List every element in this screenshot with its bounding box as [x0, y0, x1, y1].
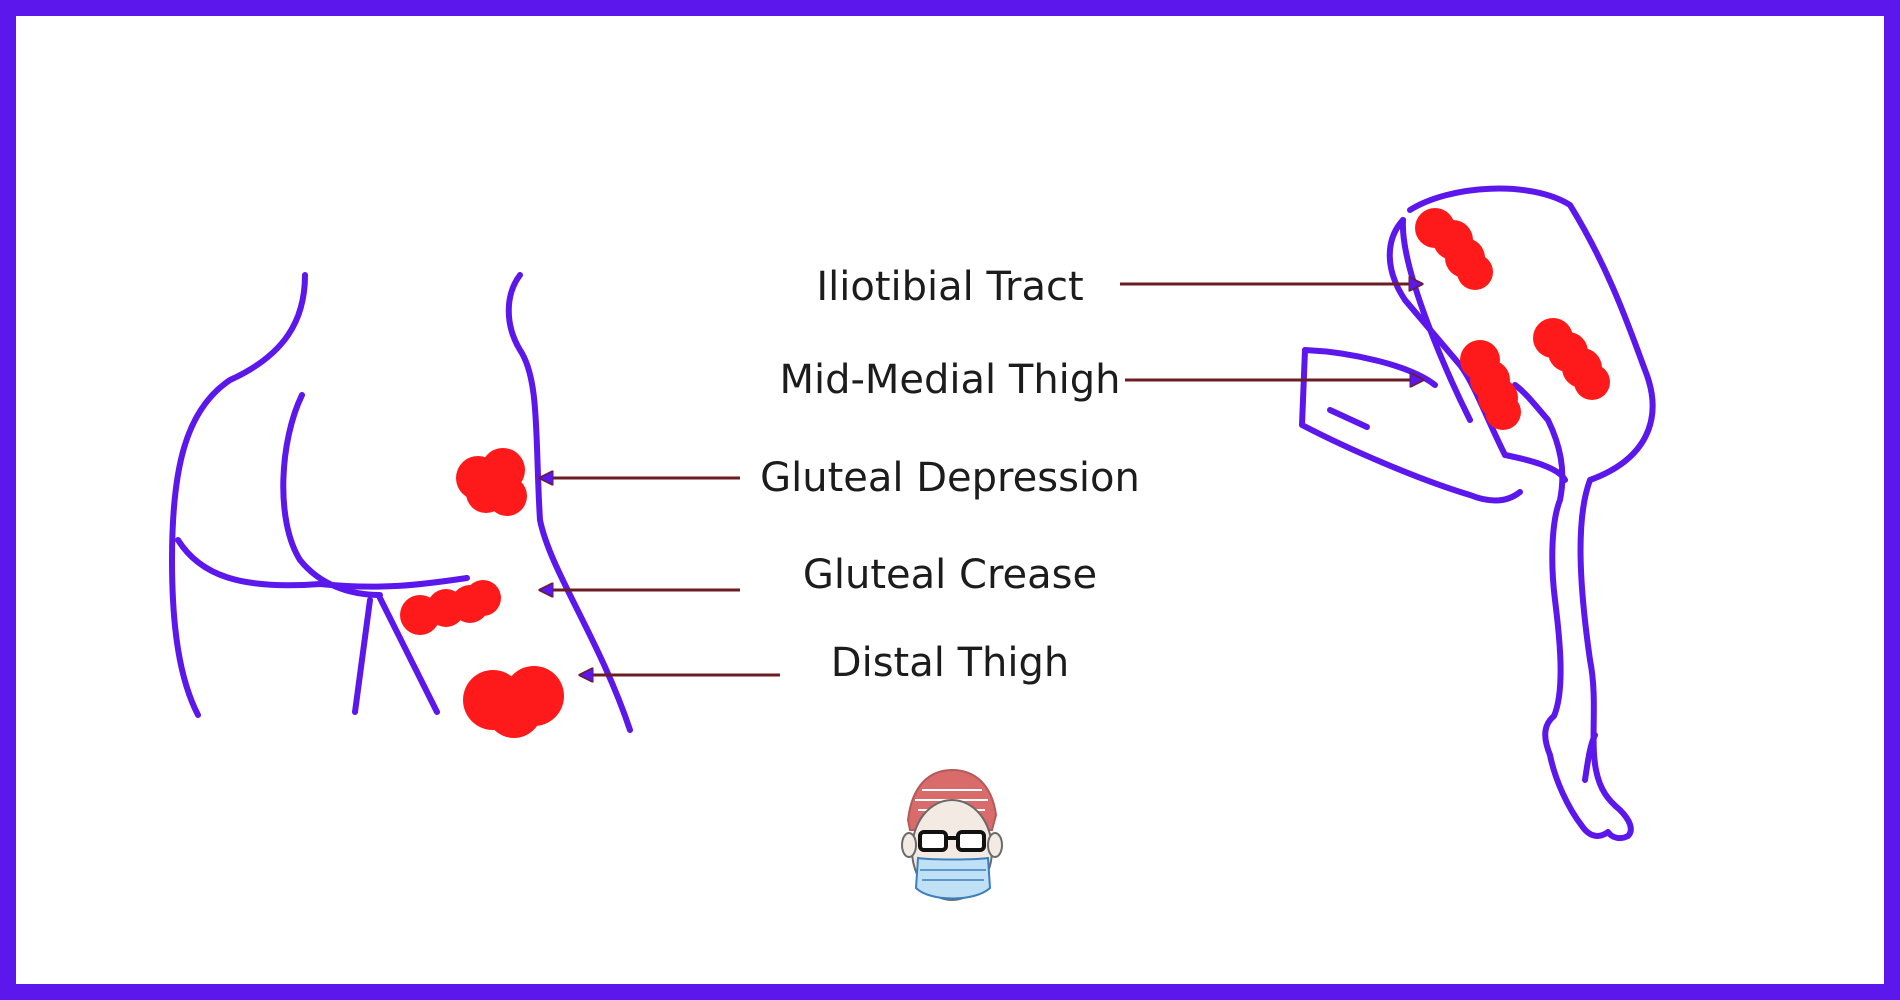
- label-iliotibial-tract: Iliotibial Tract: [816, 264, 1084, 310]
- buttocks-spots: [400, 448, 564, 738]
- label-mid-medial-thigh: Mid-Medial Thigh: [779, 357, 1121, 403]
- label-gluteal-depression: Gluteal Depression: [760, 455, 1140, 501]
- label-distal-thigh: Distal Thigh: [830, 640, 1070, 686]
- leg-outline-icon: [1299, 185, 1656, 842]
- arrows: [540, 284, 1423, 675]
- leg-spots: [1415, 208, 1610, 430]
- masked-doctor-logo-icon: [901, 768, 1003, 901]
- label-gluteal-crease: Gluteal Crease: [802, 552, 1098, 598]
- buttocks-outline-icon: [169, 272, 633, 733]
